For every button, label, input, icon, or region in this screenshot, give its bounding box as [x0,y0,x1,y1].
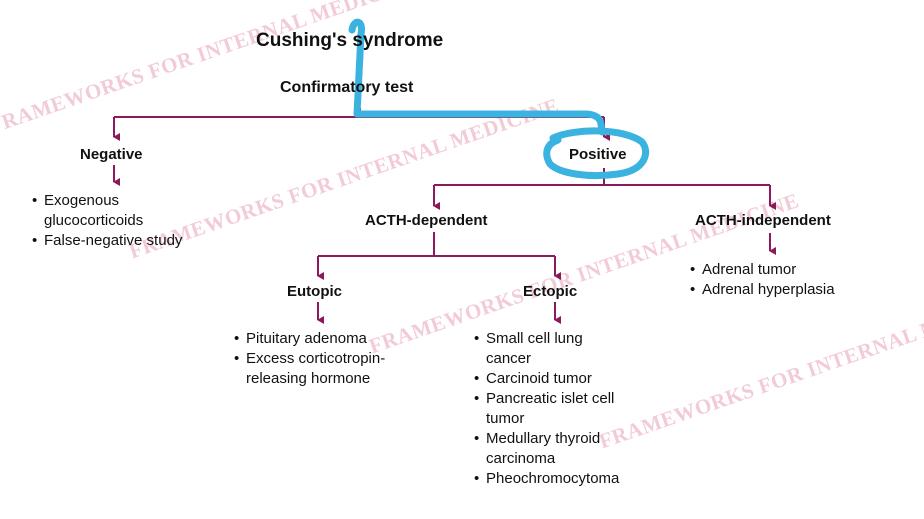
list-item: Small cell lung cancer [474,329,601,369]
eutopic-list: Pituitary adenoma Excess corticotropin-r… [234,329,414,389]
annotation-stroke [348,18,606,136]
list-item: Pancreatic islet cell tumor [474,389,636,429]
ectopic-list: Small cell lung cancer Carcinoid tumor P… [474,329,644,489]
list-item: False-negative study [32,231,202,251]
negative-node: Negative [80,146,143,163]
acth-independent-node: ACTH-independent [695,212,831,229]
test-label: Confirmatory test [280,79,414,96]
list-item: Carcinoid tumor [474,369,644,389]
acth-independent-list: Adrenal tumor Adrenal hyperplasia [690,260,880,300]
ectopic-node: Ectopic [523,283,578,300]
acth-dependent-node: ACTH-dependent [365,212,488,229]
root-title: Cushing's syndrome [256,30,444,51]
list-item: Pituitary adenoma [234,329,414,349]
list-item: Adrenal tumor [690,260,880,280]
negative-list: Exogenous glucocorticoids False-negative… [32,191,202,251]
eutopic-node: Eutopic [287,283,342,300]
positive-node: Positive [569,146,627,163]
list-item: Adrenal hyperplasia [690,280,880,300]
annotation-circle [543,127,650,180]
list-item: Exogenous glucocorticoids [32,191,154,231]
list-item: Excess corticotropin-releasing hormone [234,349,406,389]
list-item: Medullary thyroid carcinoma [474,429,616,469]
list-item: Pheochromocytoma [474,469,644,489]
